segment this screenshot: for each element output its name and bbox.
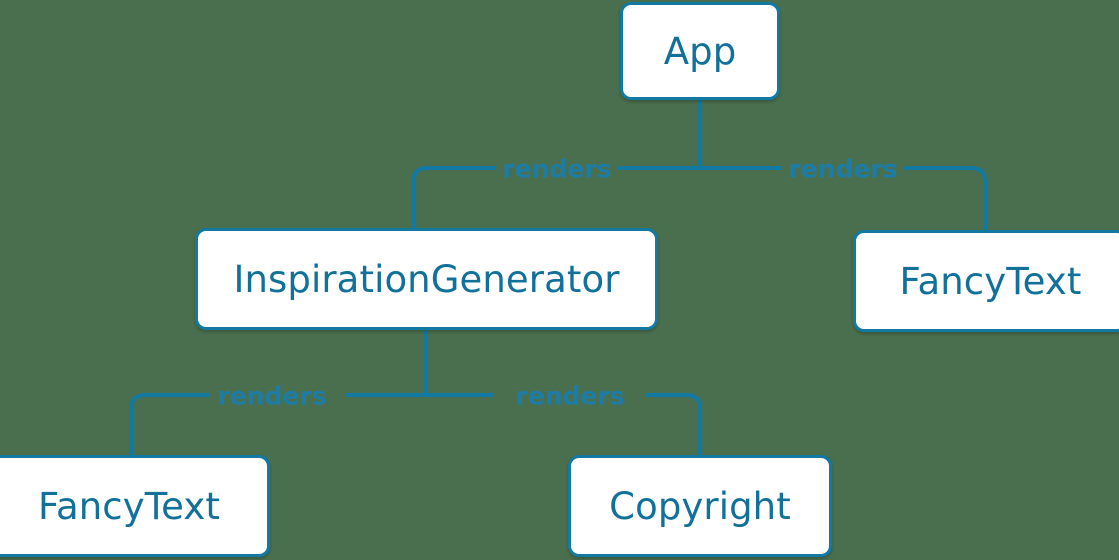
node-app-label: App — [663, 29, 737, 73]
node-fancy-text-bottom-label: FancyText — [38, 484, 220, 528]
edge-label-inspiration-generator-to-copyright: renders — [515, 381, 625, 411]
edge-inspiration-to-copyright-bus-outer — [645, 393, 702, 456]
node-fancy-text-right-label: FancyText — [899, 259, 1082, 303]
edge-app-to-inspiration-bus-outer — [411, 166, 496, 230]
node-copyright[interactable]: Copyright — [568, 455, 832, 557]
edge-label-app-to-inspiration-generator: renders — [502, 154, 612, 184]
edge-app-to-fancytext-bus-outer — [904, 166, 987, 230]
node-inspiration-generator[interactable]: InspirationGenerator — [195, 228, 658, 330]
node-app[interactable]: App — [620, 2, 780, 100]
node-copyright-label: Copyright — [609, 484, 791, 528]
edge-inspiration-to-fancytext-bus-outer — [129, 393, 210, 456]
node-fancy-text-bottom[interactable]: FancyText — [0, 455, 270, 557]
edge-label-inspiration-generator-to-fancy-text: renders — [217, 381, 327, 411]
edge-label-app-to-fancy-text-right: renders — [788, 154, 898, 184]
node-fancy-text-right[interactable]: FancyText — [853, 230, 1119, 332]
node-inspiration-generator-label: InspirationGenerator — [233, 257, 620, 301]
